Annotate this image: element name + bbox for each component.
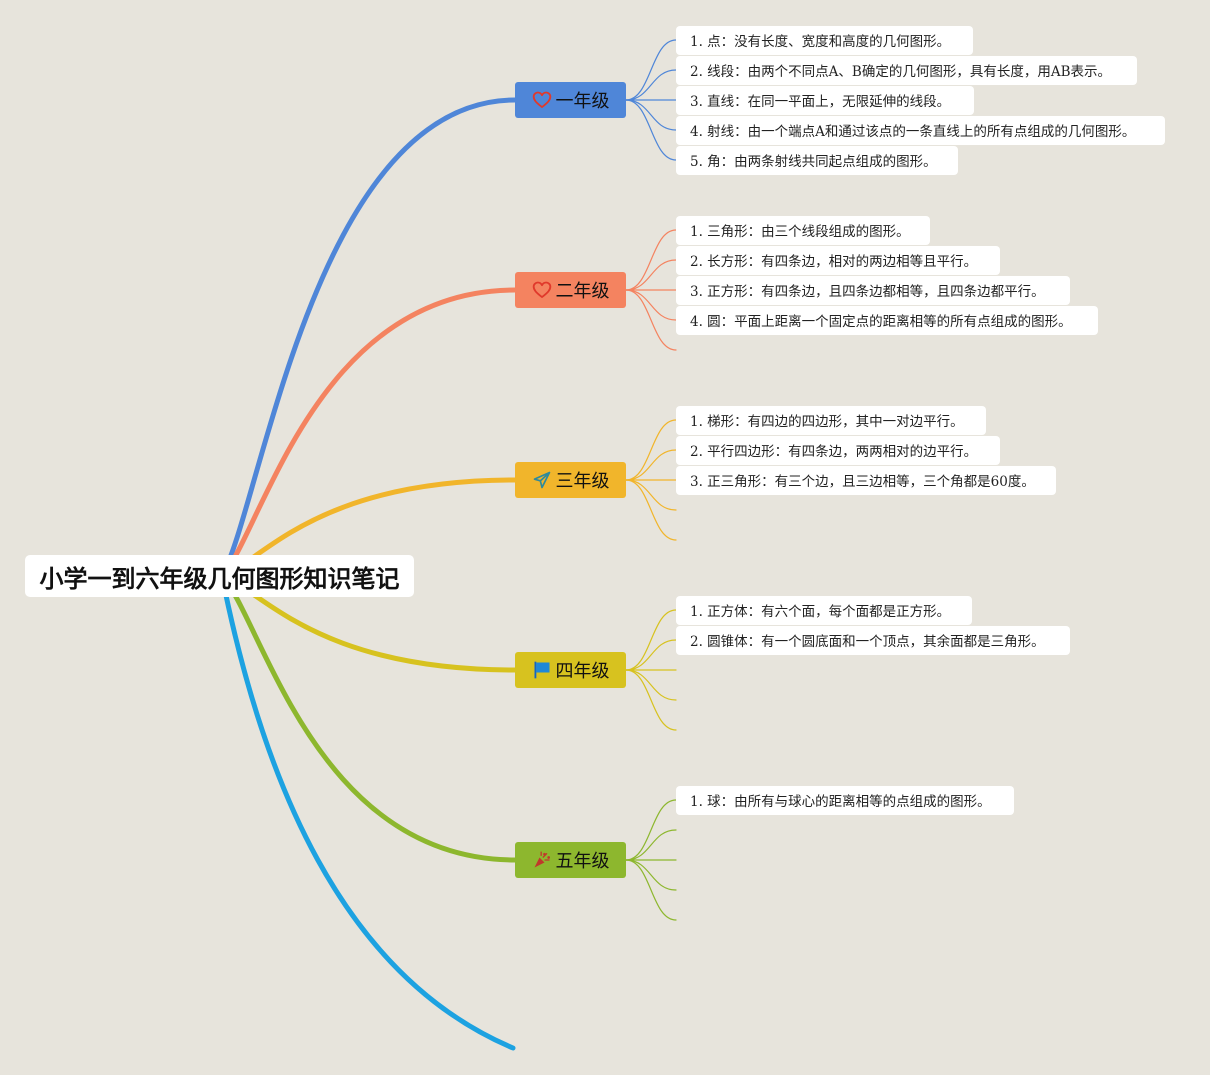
leaf-connector — [625, 99, 677, 131]
leaf-connector — [625, 859, 677, 921]
root-topic[interactable]: 小学一到六年级几何图形知识笔记 — [25, 555, 414, 597]
branch-label: 二年级 — [555, 281, 610, 302]
branch-connector — [219, 97, 518, 579]
leaf-topic[interactable]: 1. 三角形：由三个线段组成的图形。 — [676, 215, 930, 245]
leaf-connector — [625, 99, 677, 161]
branch-label: 五年级 — [555, 851, 610, 872]
branch-label: 三年级 — [555, 471, 610, 492]
branch-label: 一年级 — [555, 91, 610, 112]
leaf-connector — [625, 609, 677, 671]
party-popper-icon — [532, 850, 552, 870]
leaf-topic[interactable]: 4. 圆：平面上距离一个固定点的距离相等的所有点组成的图形。 — [676, 305, 1098, 335]
leaf-topic[interactable]: 1. 正方体：有六个面，每个面都是正方形。 — [676, 595, 972, 625]
leaf-connector — [625, 229, 677, 291]
heart-icon — [532, 90, 552, 110]
leaf-topic[interactable]: 3. 正方形：有四条边，且四条边都相等，且四条边都平行。 — [676, 275, 1070, 305]
paper-plane-icon — [532, 470, 552, 490]
heart-icon — [532, 280, 552, 300]
branch-label: 四年级 — [555, 661, 610, 682]
branch-node[interactable]: 三年级 — [515, 462, 626, 498]
leaf-connector — [625, 39, 677, 101]
leaf-topic[interactable]: 2. 线段：由两个不同点A、B确定的几何图形，具有长度，用AB表示。 — [676, 55, 1137, 85]
branch-node[interactable]: 五年级 — [515, 842, 626, 878]
leaf-topic[interactable]: 1. 球：由所有与球心的距离相等的点组成的图形。 — [676, 785, 1014, 815]
leaf-connector — [625, 799, 677, 861]
branch-node[interactable]: 二年级 — [515, 272, 626, 308]
leaf-topic[interactable]: 1. 梯形：有四边的四边形，其中一对边平行。 — [676, 405, 986, 435]
flag-icon — [532, 660, 552, 680]
leaf-connector — [625, 829, 677, 861]
leaf-connector — [625, 479, 677, 511]
leaf-topic[interactable]: 3. 正三角形：有三个边，且三边相等，三个角都是60度。 — [676, 465, 1056, 495]
branch-connector — [219, 287, 518, 579]
leaf-connector — [625, 639, 677, 671]
leaf-topic[interactable]: 2. 圆锥体：有一个圆底面和一个顶点，其余面都是三角形。 — [676, 625, 1070, 655]
leaf-connector — [625, 449, 677, 481]
branch-node[interactable]: 一年级 — [515, 82, 626, 118]
leaf-connector — [625, 419, 677, 481]
leaf-topic[interactable]: 2. 长方形：有四条边，相对的两边相等且平行。 — [676, 245, 1000, 275]
leaf-topic[interactable]: 4. 射线：由一个端点A和通过该点的一条直线上的所有点组成的几何图形。 — [676, 115, 1165, 145]
leaf-topic[interactable]: 3. 直线：在同一平面上，无限延伸的线段。 — [676, 85, 974, 115]
leaf-topic[interactable]: 2. 平行四边形：有四条边，两两相对的边平行。 — [676, 435, 1000, 465]
leaf-connector — [625, 669, 677, 731]
extra-branch-connector — [219, 573, 516, 1051]
leaf-connector — [625, 859, 677, 891]
leaf-connector — [625, 289, 677, 351]
leaf-connector — [625, 69, 677, 101]
leaf-topic[interactable]: 1. 点：没有长度、宽度和高度的几何图形。 — [676, 25, 973, 55]
leaf-connector — [625, 669, 677, 701]
branch-node[interactable]: 四年级 — [515, 652, 626, 688]
branch-connector — [219, 573, 518, 863]
leaf-connector — [625, 289, 677, 321]
leaf-topic[interactable]: 5. 角：由两条射线共同起点组成的图形。 — [676, 145, 958, 175]
leaf-connector — [625, 479, 677, 541]
leaf-connector — [625, 259, 677, 291]
root-title: 小学一到六年级几何图形知识笔记 — [39, 564, 400, 593]
